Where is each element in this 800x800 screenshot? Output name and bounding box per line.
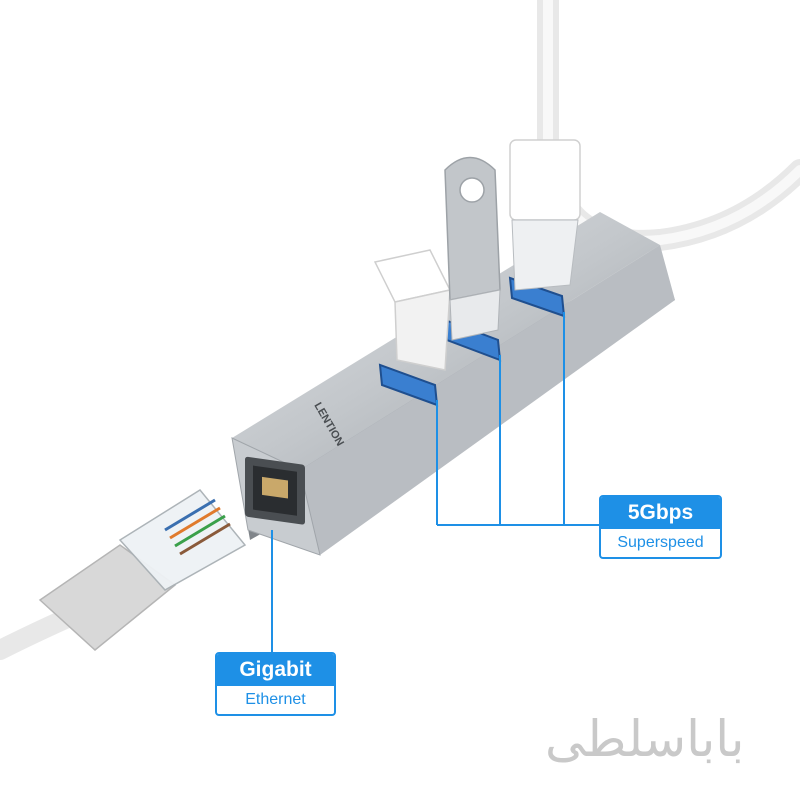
ethernet-port [245,456,305,525]
usb-plug-short [373,249,452,371]
usb-callout-lines [436,312,600,526]
usb-speed-title: 5Gbps [601,497,720,529]
usb-speed-subtitle: Superspeed [617,534,704,551]
usb-speed-callout: 5Gbps Superspeed [599,495,722,559]
ethernet-cable [0,489,247,660]
rj45-wires [164,498,231,556]
watermark: باباسلطی [545,710,745,768]
ethernet-callout: Gigabit Ethernet [215,652,336,716]
usb-cable-plug [509,139,581,291]
usb-flash-drive [444,156,501,341]
ethernet-subtitle: Ethernet [245,691,306,708]
ethernet-title: Gigabit [217,654,334,686]
